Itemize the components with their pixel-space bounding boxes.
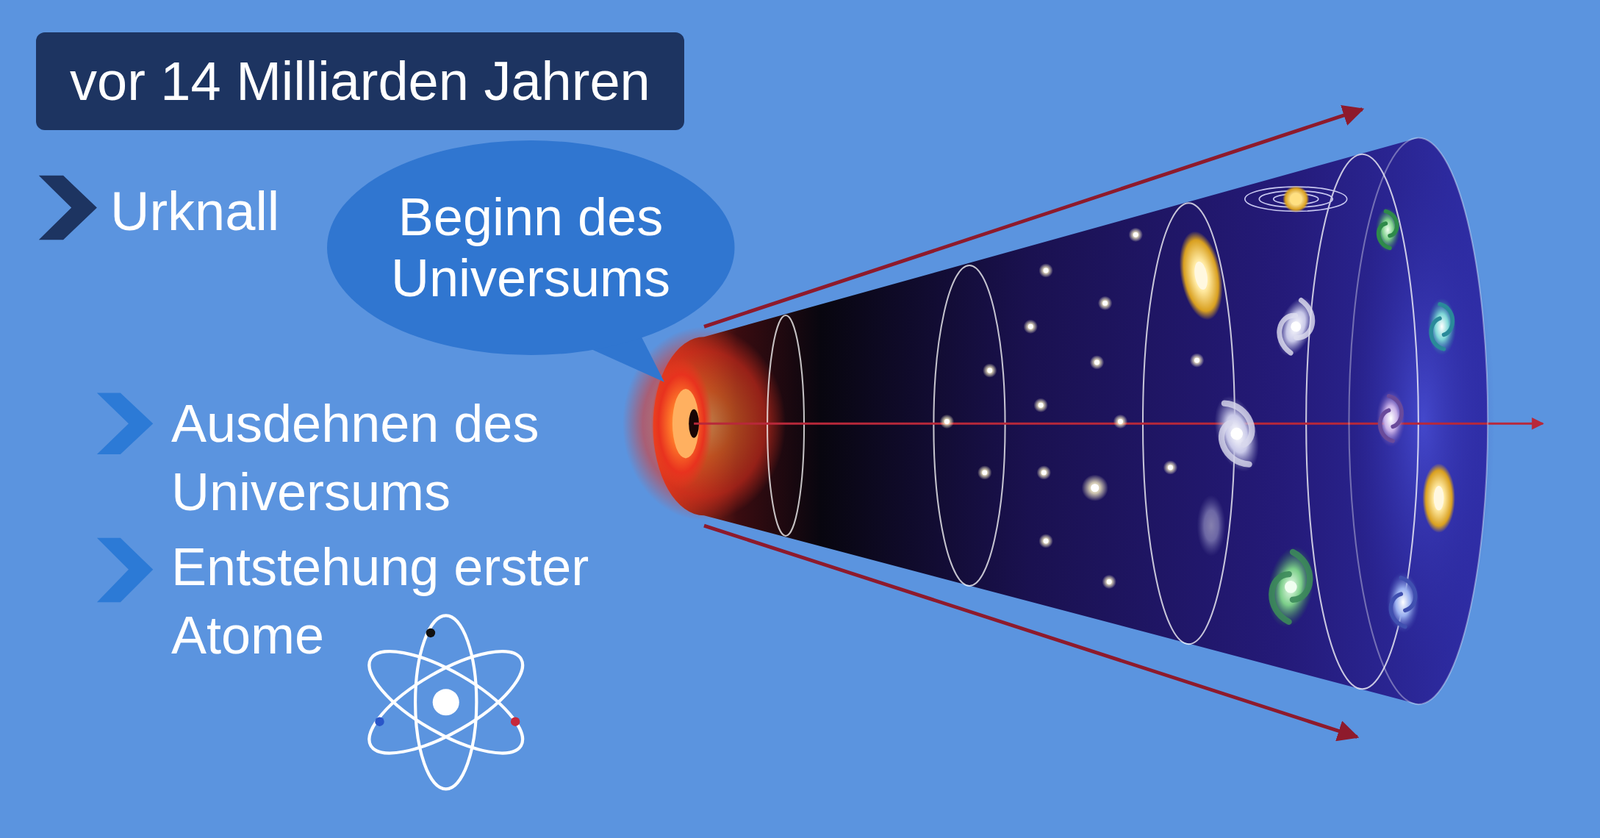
bullet-text: Entstehung erster Atome: [171, 532, 613, 670]
bullet-text: Ausdehnen des Universums: [171, 389, 613, 527]
chevron-icon: [97, 537, 153, 602]
label-slot: Entstehung erster Atome: [171, 532, 613, 670]
chevron-icon: [97, 393, 153, 455]
bubble-text-wrap: Beginn des Universums: [383, 186, 678, 309]
label-slot: Urknall: [110, 180, 280, 243]
bubble-text: Beginn des Universums: [383, 186, 678, 309]
atom-icon: [355, 615, 537, 789]
title-text: vor 14 Milliarden Jahren: [69, 49, 651, 113]
stars: [940, 227, 1205, 590]
chevron-icon: [38, 175, 98, 240]
speech-bubble: Beginn des Universums: [327, 140, 735, 386]
bullet-text: Urknall: [110, 180, 280, 243]
title-box: vor 14 Milliarden Jahren: [36, 32, 685, 131]
bubble-ellipse: [327, 140, 735, 355]
label-slot: Ausdehnen des Universums: [171, 389, 613, 527]
universe-cone: [622, 137, 1543, 705]
galaxies: [1172, 185, 1456, 633]
